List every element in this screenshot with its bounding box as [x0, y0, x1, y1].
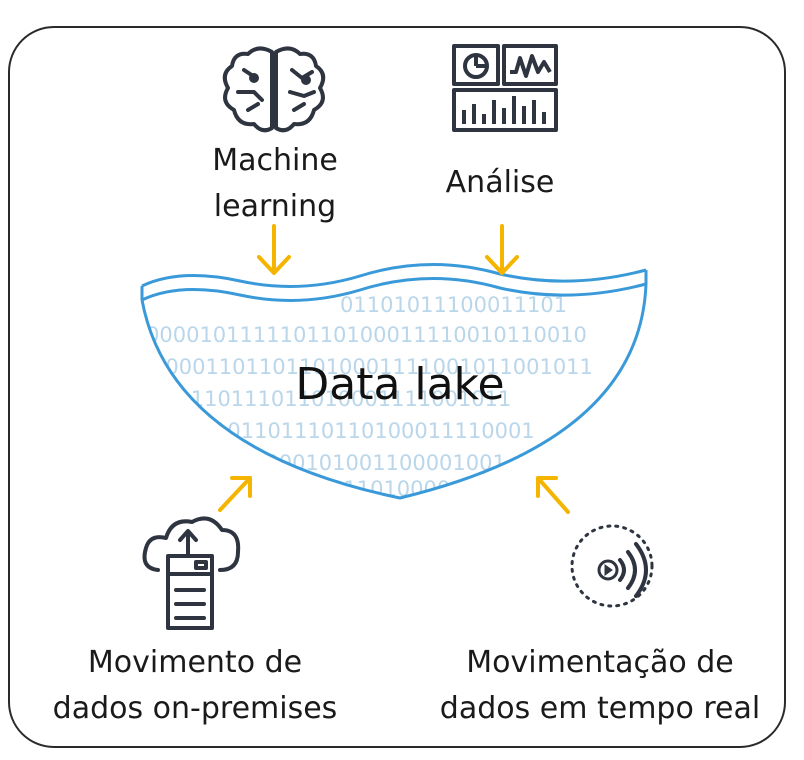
analysis-label: Análise	[430, 160, 570, 206]
arrows	[218, 224, 570, 514]
data-lake-bowl	[140, 262, 648, 500]
brain-icon	[222, 46, 326, 133]
label-line: dados on-premises	[52, 691, 338, 726]
label-line: Machine	[212, 143, 338, 178]
diagram-frame	[8, 26, 786, 748]
label-line: Análise	[445, 165, 555, 200]
dashboard-icon	[452, 44, 558, 132]
binary-line: 01101011100011101	[340, 293, 567, 317]
binary-pattern: 01101011100011101 0000101111101101000111…	[146, 293, 593, 498]
label-line: Movimentação de	[466, 645, 734, 680]
machine-learning-label: Machine learning	[190, 138, 360, 230]
label-line: learning	[213, 189, 337, 224]
label-line: dados em tempo real	[439, 691, 761, 726]
arrow-diagonal-icon	[218, 476, 252, 512]
binary-line: 10110111011010001111001011	[164, 387, 511, 411]
label-line: Movimento de	[87, 645, 303, 680]
on-premises-label: Movimento de dados on-premises	[40, 640, 350, 732]
real-time-label: Movimentação de dados em tempo real	[420, 640, 780, 732]
data-lake-title: Data lake	[295, 359, 505, 410]
binary-line: 100011011011010001111001011001011	[152, 355, 593, 379]
binary-line: 000010111110110100011110010110010	[146, 323, 587, 347]
cloud-upload-server-icon	[142, 516, 241, 630]
arrow-down-icon	[485, 224, 519, 275]
arrow-diagonal-icon	[536, 476, 570, 514]
binary-line: 101101110110100011110001	[214, 419, 535, 443]
streaming-icon	[570, 524, 654, 608]
arrow-down-icon	[257, 224, 291, 275]
